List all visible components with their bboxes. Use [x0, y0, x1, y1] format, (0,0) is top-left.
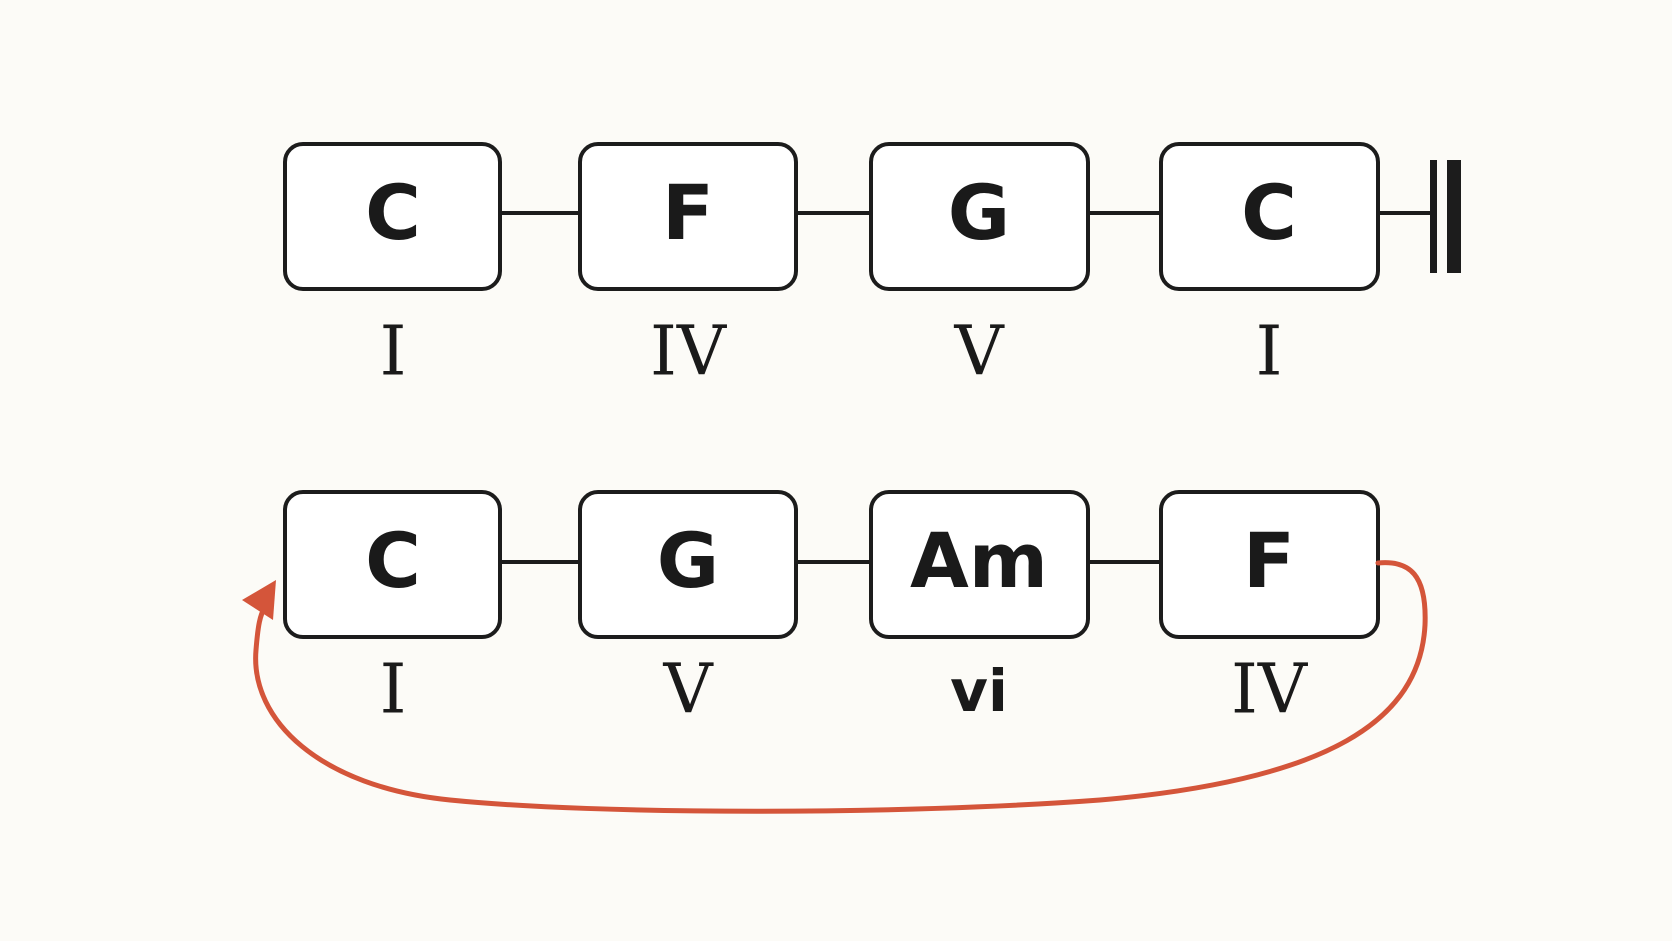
chord-box: G: [869, 142, 1090, 291]
chord-box: C: [283, 142, 502, 291]
loop-back-arrow: [242, 560, 1428, 814]
chord-box: C: [1159, 142, 1380, 291]
chord-box-frame: [283, 490, 502, 639]
chord-box: F: [1159, 490, 1380, 639]
loop-arrow-path: [253, 560, 1428, 814]
final-barline: [1430, 160, 1461, 273]
chord-name: C: [365, 516, 421, 605]
roman-numeral: V: [953, 313, 1005, 392]
chord-name: C: [365, 168, 421, 257]
chord-box: C: [283, 490, 502, 639]
chord-box: G: [578, 490, 798, 639]
roman-numeral: I: [1256, 313, 1283, 392]
chord-name: F: [1243, 516, 1295, 605]
chord-name: C: [1241, 168, 1297, 257]
chord-name: Am: [910, 516, 1048, 605]
roman-numeral: IV: [650, 313, 728, 392]
chord-box: F: [578, 142, 798, 291]
chord-box: Am: [869, 490, 1090, 639]
chord-box-frame: [869, 142, 1090, 291]
progression-row-2: C G Am F I V vi IV: [242, 490, 1428, 814]
chord-box-frame: [578, 490, 798, 639]
chord-box-frame: [283, 142, 502, 291]
roman-numeral: I: [380, 651, 407, 730]
roman-numeral: vi: [950, 657, 1008, 725]
chord-name: G: [657, 516, 719, 605]
chord-name: G: [948, 168, 1010, 257]
chord-box-frame: [578, 142, 798, 291]
thin-bar: [1430, 160, 1437, 273]
thick-bar: [1447, 160, 1461, 273]
chord-box-frame: [869, 490, 1090, 639]
roman-numeral: I: [380, 313, 407, 392]
chord-box-frame: [1159, 142, 1380, 291]
roman-numeral: V: [662, 651, 714, 730]
progression-row-1: C F G C I IV V I: [283, 142, 1461, 392]
chord-name: F: [662, 168, 714, 257]
arrowhead-icon: [242, 580, 276, 620]
roman-numeral: IV: [1231, 651, 1309, 730]
